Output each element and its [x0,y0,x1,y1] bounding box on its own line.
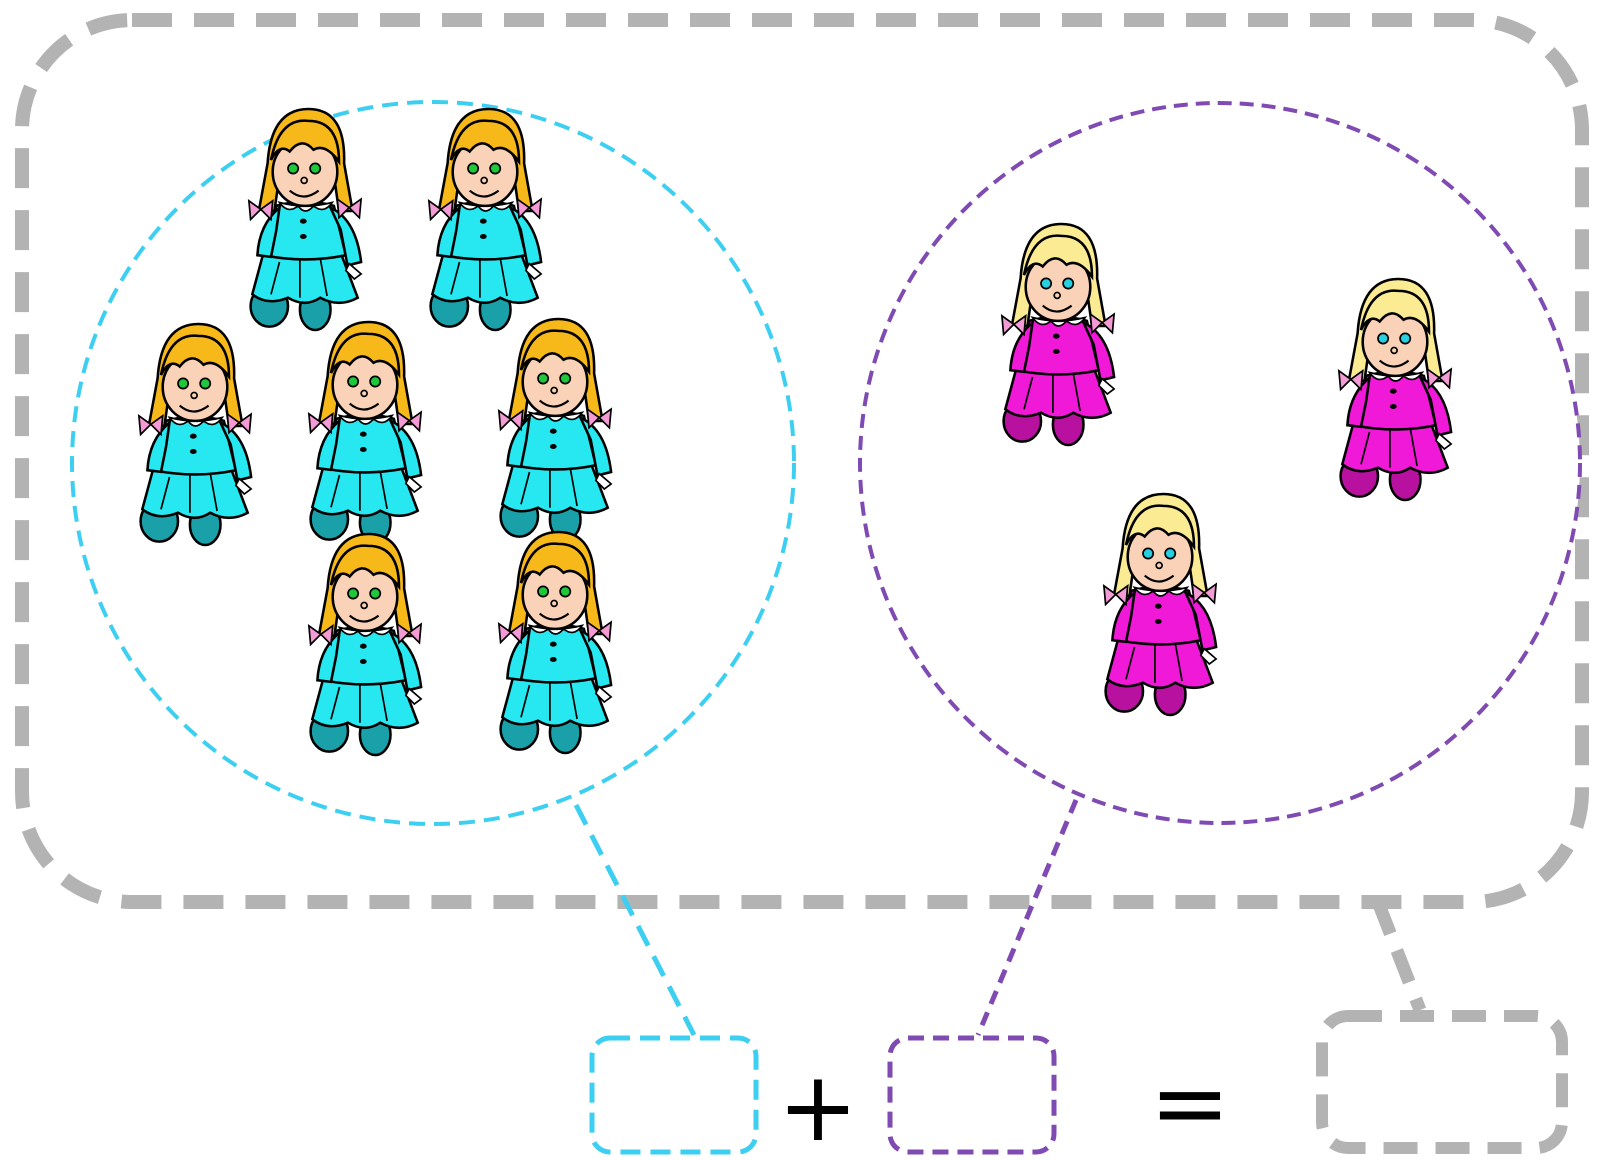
teal-dress-doll-icon [427,107,543,332]
teal-dress-doll-icon [497,317,613,542]
total-answer-box[interactable] [1316,1010,1568,1154]
group-a-connector [573,803,697,1037]
group-a-dolls [137,107,613,757]
teal-dress-doll-icon [307,532,423,757]
teal-dress-doll-icon [247,107,363,332]
group-b-answer-box[interactable] [887,1035,1057,1155]
whole-group-border [15,13,1589,909]
group-b-dolls [1000,222,1453,717]
teal-dress-doll-icon [307,320,423,545]
teal-dress-doll-icon [497,530,613,755]
group-a-circle [70,100,796,826]
group-b-circle [858,101,1582,825]
magenta-dress-doll-icon [1000,222,1116,447]
plus-sign: + [778,1051,858,1160]
teal-dress-doll-icon [137,322,253,547]
total-connector [1371,899,1427,1013]
group-a-answer-box[interactable] [589,1035,759,1155]
equals-sign: = [1150,1047,1230,1159]
group-b-connector [975,799,1079,1036]
magenta-dress-doll-icon [1337,277,1453,502]
magenta-dress-doll-icon [1102,492,1218,717]
